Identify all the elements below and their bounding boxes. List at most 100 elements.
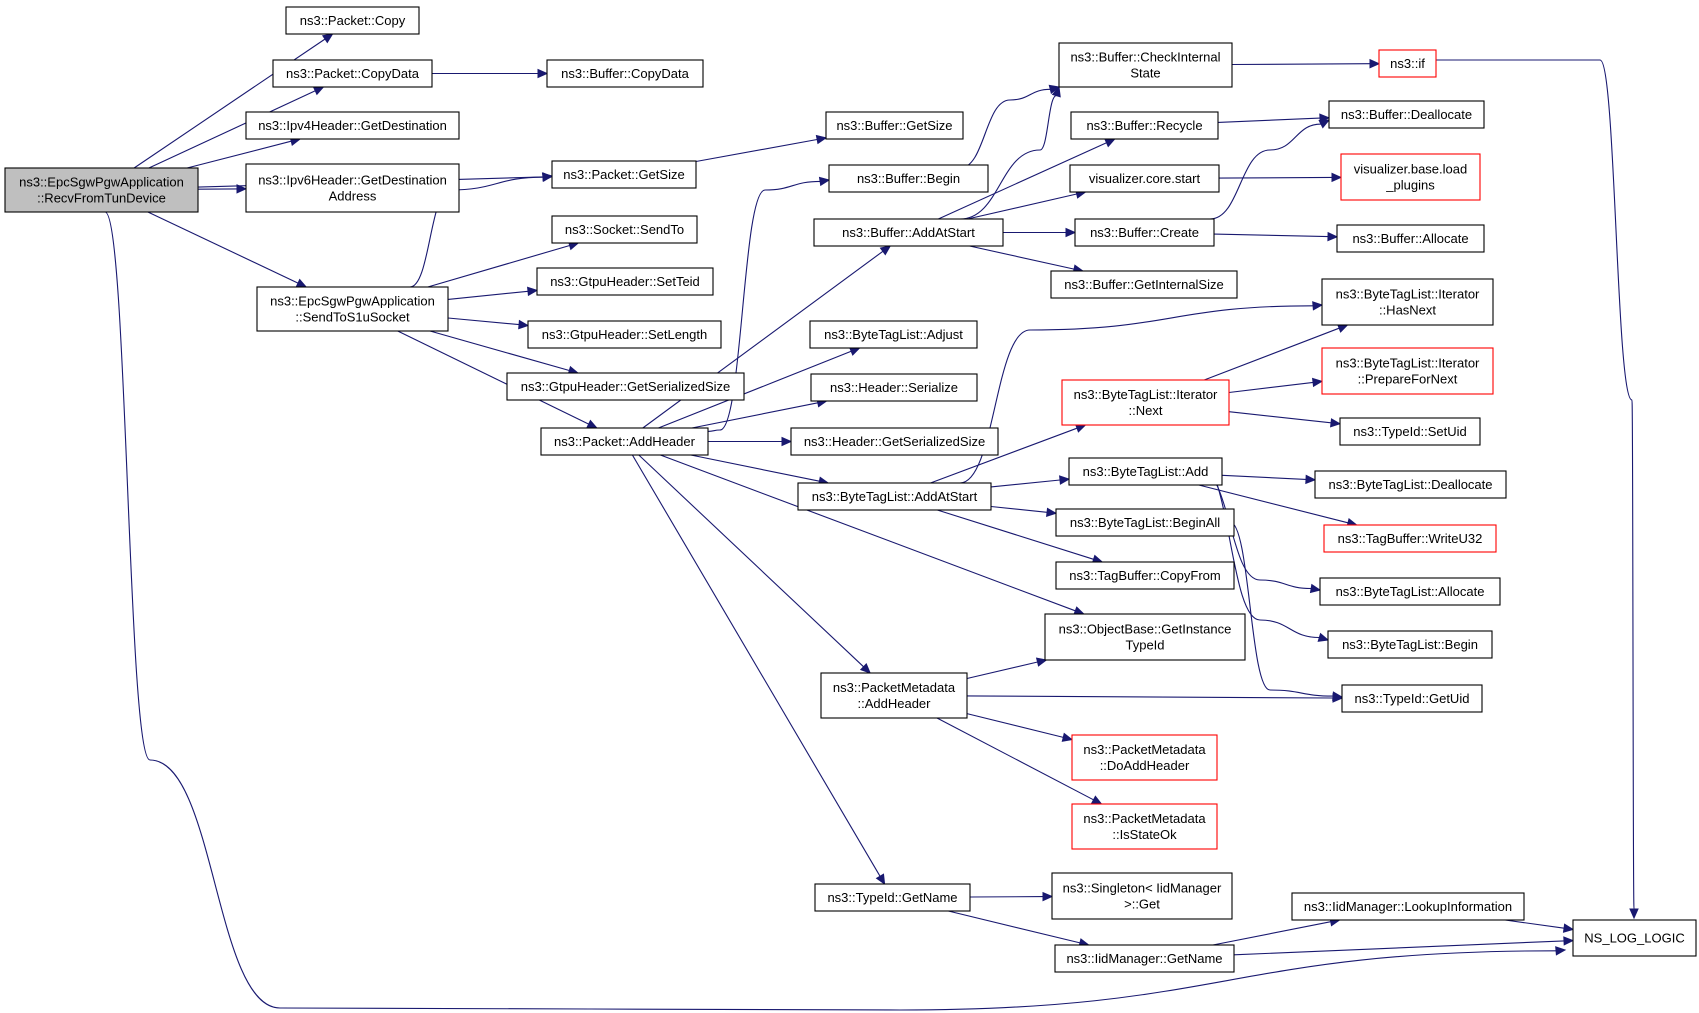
arrowhead-icon: [295, 278, 308, 288]
node-viz-base-load[interactable]: visualizer.base.load_plugins: [1340, 153, 1481, 201]
edge-line: [638, 454, 864, 668]
node-btl-iter-next[interactable]: ns3::ByteTagList::Iterator::Next: [1061, 379, 1230, 426]
node-viz-core-start[interactable]: visualizer.core.start: [1069, 164, 1220, 193]
edge-root-to-ipv6_getdest: [197, 184, 248, 194]
node-label: ns3::PacketMetadata: [1083, 811, 1206, 826]
node-buf-allocate[interactable]: ns3::Buffer::Allocate: [1336, 224, 1485, 253]
edge-line: [695, 138, 818, 163]
node-sock-sendto[interactable]: ns3::Socket::SendTo: [551, 215, 698, 244]
node-box: [1340, 153, 1481, 201]
node-btl-add[interactable]: ns3::ByteTagList::Add: [1068, 457, 1223, 486]
node-btl-adjust[interactable]: ns3::ByteTagList::Adjust: [809, 320, 978, 349]
node-label: ns3::Buffer::Deallocate: [1341, 107, 1472, 122]
node-pmeta-isok[interactable]: ns3::PacketMetadata::IsStateOk: [1071, 803, 1218, 850]
node-label: ns3::Packet::AddHeader: [554, 434, 696, 449]
arrowhead-icon: [1332, 693, 1344, 703]
node-typeid-getname[interactable]: ns3::TypeId::GetName: [814, 883, 971, 912]
node-btl-begin[interactable]: ns3::ByteTagList::Begin: [1327, 630, 1493, 659]
node-box: [1054, 944, 1235, 973]
node-hdr-serialize[interactable]: ns3::Header::Serialize: [810, 373, 978, 402]
node-iid-lookup[interactable]: ns3::IidManager::LookupInformation: [1291, 892, 1525, 921]
node-buf-getinternalsize[interactable]: ns3::Buffer::GetInternalSize: [1050, 270, 1238, 299]
node-box: [825, 111, 964, 140]
edge-pkt_addheader-to-btl_addatstart: [690, 454, 830, 486]
node-gtpu-setlength[interactable]: ns3::GtpuHeader::SetLength: [527, 320, 722, 349]
arrowhead-icon: [1059, 475, 1071, 485]
node-label: ns3::ByteTagList::Add: [1083, 464, 1209, 479]
arrowhead-icon: [527, 286, 539, 297]
node-box: [1070, 111, 1219, 140]
node-gtpu-setteid[interactable]: ns3::GtpuHeader::SetTeid: [536, 267, 714, 296]
arrowhead-icon: [518, 319, 530, 330]
node-sendtos1u[interactable]: ns3::EpcSgwPgwApplication::SendToS1uSock…: [256, 286, 449, 332]
node-box: [1321, 347, 1494, 395]
node-box: [813, 218, 1004, 247]
node-box: [810, 373, 978, 402]
node-label: _plugins: [1385, 178, 1435, 193]
arrowhead-icon: [1104, 138, 1116, 148]
node-buf-deallocate[interactable]: ns3::Buffer::Deallocate: [1328, 100, 1485, 129]
edge-line: [948, 910, 1081, 944]
edge-line: [691, 402, 818, 429]
edge-line: [967, 193, 1077, 220]
edge-typeid_getname-to-singleton_get: [969, 891, 1054, 902]
arrowhead-icon: [1051, 85, 1061, 98]
node-btl-beginall[interactable]: ns3::ByteTagList::BeginAll: [1055, 508, 1235, 537]
node-tagbuf-write[interactable]: ns3::TagBuffer::WriteU32: [1323, 524, 1497, 553]
edge-buf_addatstart-to-buf_checkinternal: [959, 85, 1061, 220]
edge-btl_add-to-btl_dealloc: [1221, 474, 1317, 485]
node-hdr-getser[interactable]: ns3::Header::GetSerializedSize: [790, 427, 999, 456]
node-ns3-if[interactable]: ns3::if: [1378, 49, 1437, 78]
node-box: [1068, 457, 1223, 486]
node-tagbuf-copyfrom[interactable]: ns3::TagBuffer::CopyFrom: [1055, 561, 1235, 590]
node-buf-copydata[interactable]: ns3::Buffer::CopyData: [546, 59, 704, 88]
node-buf-addatstart[interactable]: ns3::Buffer::AddAtStart: [813, 218, 1004, 247]
edge-line: [1198, 484, 1349, 524]
node-box: [536, 267, 714, 296]
node-ns-log-logic[interactable]: NS_LOG_LOGIC: [1572, 919, 1697, 957]
node-btl-allocate[interactable]: ns3::ByteTagList::Allocate: [1319, 577, 1501, 606]
arrowhead-icon: [1048, 84, 1061, 95]
node-buf-getsize[interactable]: ns3::Buffer::GetSize: [825, 111, 964, 140]
node-box: [4, 167, 199, 213]
arrowhead-icon: [818, 176, 831, 187]
edge-line: [959, 88, 1051, 169]
edge-root-to-sendtos1u: [147, 211, 308, 288]
node-label: ns3::Singleton< IidManager: [1063, 881, 1222, 896]
node-ipv4-getdest[interactable]: ns3::Ipv4Header::GetDestination: [245, 111, 460, 140]
node-iid-getname[interactable]: ns3::IidManager::GetName: [1054, 944, 1235, 973]
node-btl-iter-prep[interactable]: ns3::ByteTagList::Iterator::PrepareForNe…: [1321, 347, 1494, 395]
node-buf-create[interactable]: ns3::Buffer::Create: [1074, 218, 1215, 247]
node-typeid-getuid[interactable]: ns3::TypeId::GetUid: [1341, 684, 1483, 713]
node-typeid-setuid[interactable]: ns3::TypeId::SetUid: [1339, 417, 1481, 446]
node-btl-dealloc[interactable]: ns3::ByteTagList::Deallocate: [1314, 470, 1507, 499]
arrowhead-icon: [1309, 583, 1322, 594]
edge-line: [148, 90, 316, 169]
node-buf-recycle[interactable]: ns3::Buffer::Recycle: [1070, 111, 1219, 140]
node-root[interactable]: ns3::EpcSgwPgwApplication::RecvFromTunDe…: [4, 167, 199, 213]
node-pmeta-doadd[interactable]: ns3::PacketMetadata::DoAddHeader: [1071, 734, 1218, 781]
edge-line: [429, 330, 570, 372]
arrowhead-icon: [312, 86, 325, 96]
node-box: [1319, 577, 1501, 606]
node-label: ns3::ByteTagList::Iterator: [1336, 287, 1480, 302]
edge-btl_addatstart-to-btl_beginall: [990, 505, 1058, 518]
node-pkt-addheader[interactable]: ns3::Packet::AddHeader: [540, 427, 709, 456]
node-pkt-getsize[interactable]: ns3::Packet::GetSize: [551, 160, 697, 189]
node-pmeta-addheader[interactable]: ns3::PacketMetadata::AddHeader: [820, 672, 968, 719]
node-label: ::IsStateOk: [1112, 827, 1177, 842]
node-btl-iter-hasnext[interactable]: ns3::ByteTagList::Iterator::HasNext: [1321, 278, 1494, 326]
node-singleton-get[interactable]: ns3::Singleton< IidManager>::Get: [1051, 872, 1233, 920]
edge-pkt_addheader-to-hdr_serialize: [691, 398, 828, 429]
node-box: [506, 372, 745, 401]
node-btl-addatstart[interactable]: ns3::ByteTagList::AddAtStart: [797, 482, 992, 511]
node-pkt-copydata[interactable]: ns3::Packet::CopyData: [272, 59, 433, 88]
node-buf-begin[interactable]: ns3::Buffer::Begin: [828, 164, 989, 193]
node-label: TypeId: [1125, 638, 1164, 653]
node-pkt-copy[interactable]: ns3::Packet::Copy: [285, 6, 420, 35]
node-gtpu-getser[interactable]: ns3::GtpuHeader::GetSerializedSize: [506, 372, 745, 401]
node-box: [245, 163, 460, 213]
